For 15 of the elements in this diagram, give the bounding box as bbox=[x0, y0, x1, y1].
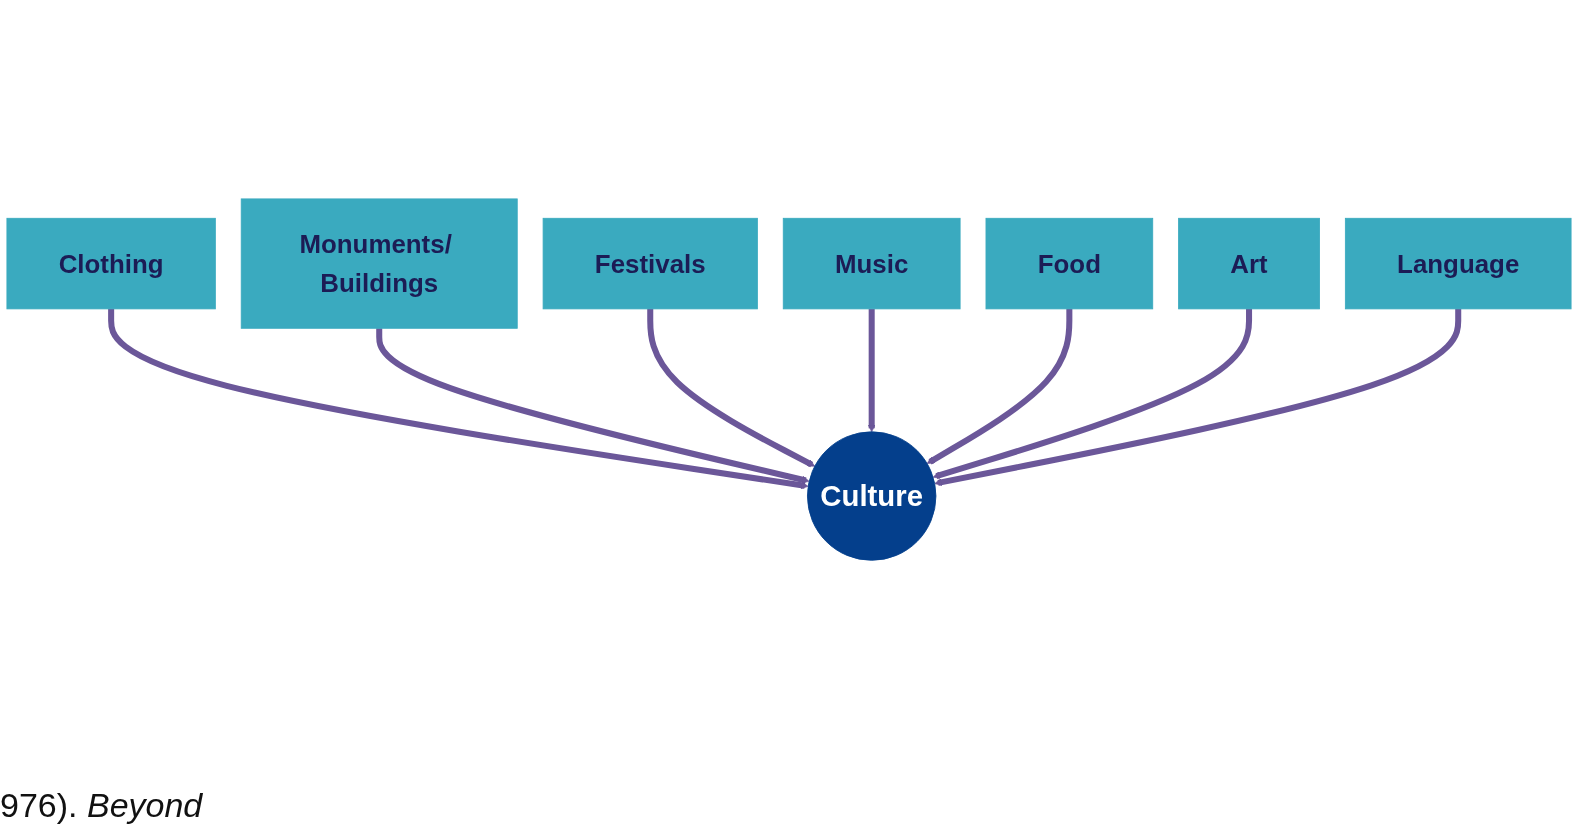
node-circle: Culture bbox=[807, 431, 937, 562]
node-box: Clothing bbox=[6, 218, 216, 310]
node-box: Food bbox=[985, 218, 1154, 310]
arrow bbox=[932, 309, 1253, 480]
arrow bbox=[647, 309, 816, 468]
node-box: Monuments/ Buildings bbox=[240, 198, 518, 330]
node-box: Festivals bbox=[542, 218, 758, 310]
arrow bbox=[867, 309, 876, 433]
arrow bbox=[926, 309, 1073, 465]
node-box: Language bbox=[1344, 218, 1572, 310]
node-box: Art bbox=[1178, 218, 1320, 310]
arrow bbox=[108, 309, 809, 490]
citation-text: 976). Beyond bbox=[0, 786, 203, 824]
arrow bbox=[934, 309, 1462, 487]
node-box: Music bbox=[782, 218, 961, 310]
